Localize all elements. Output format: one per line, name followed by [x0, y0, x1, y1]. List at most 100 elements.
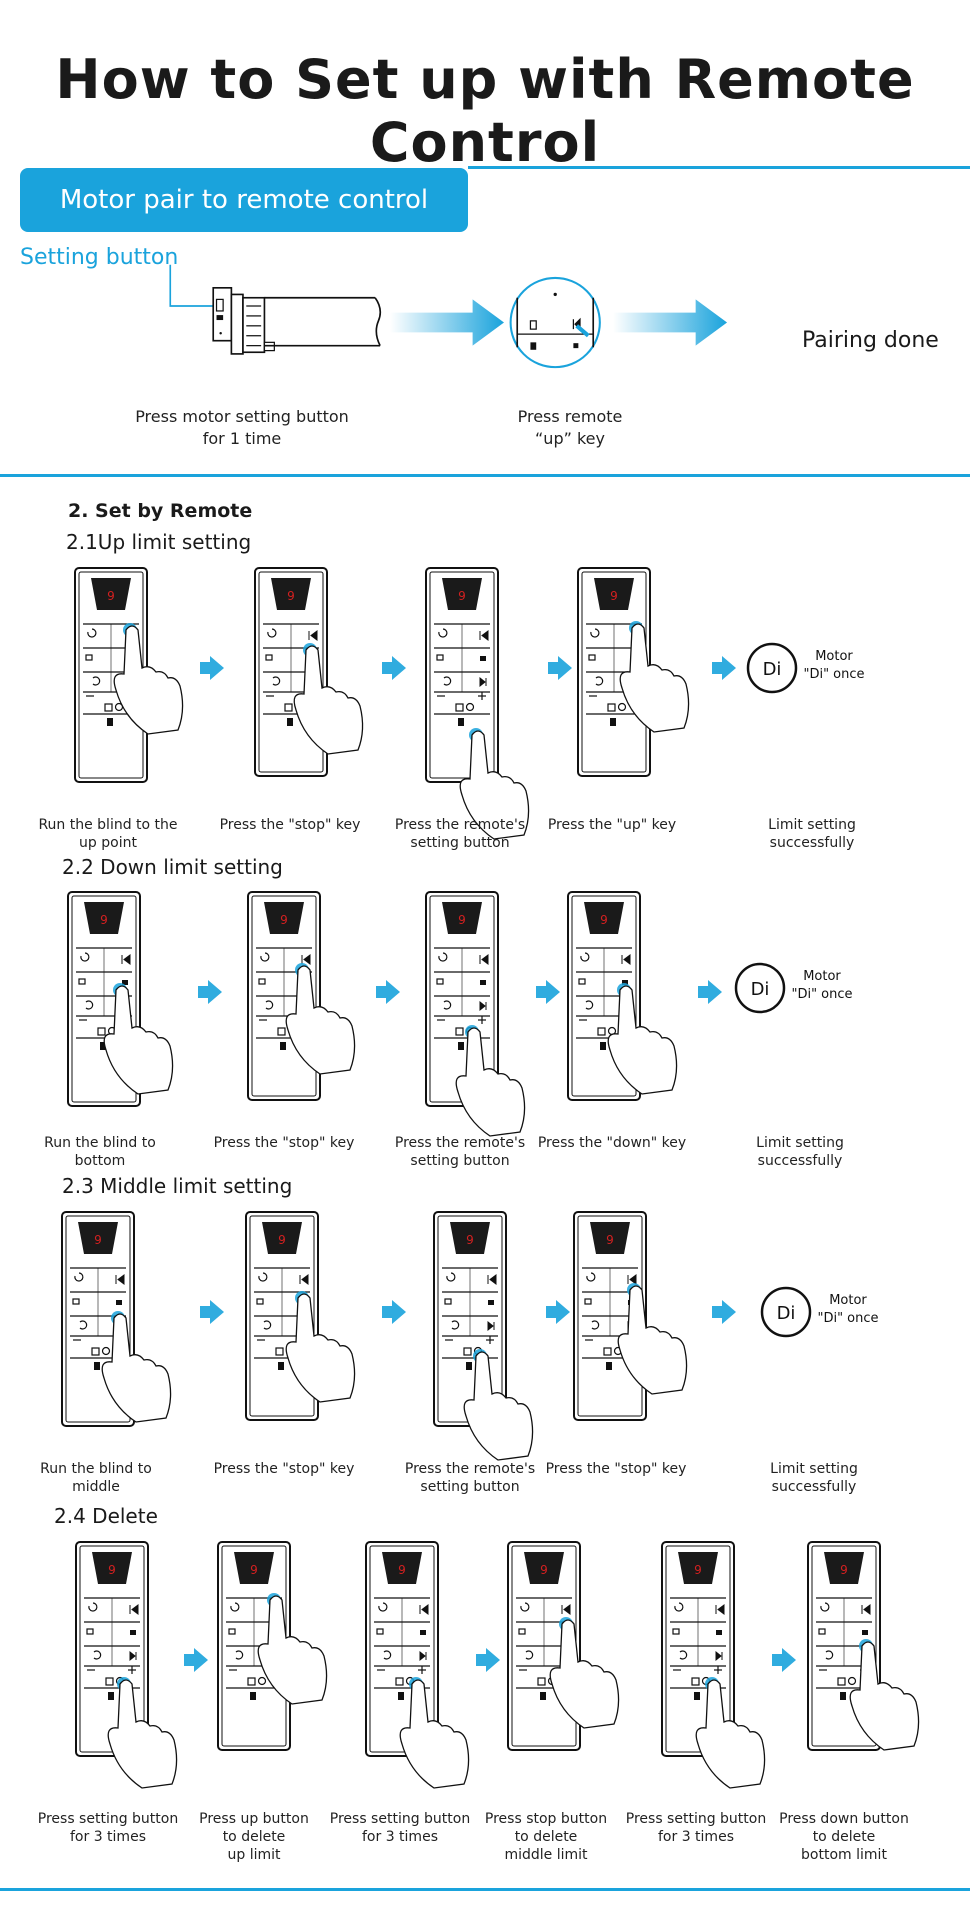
arrow-right-icon: [390, 299, 504, 346]
svg-text:Motor: Motor: [829, 1293, 867, 1308]
svg-text:9: 9: [287, 589, 295, 603]
caption-line: setting button: [410, 1153, 510, 1169]
arrow-right-icon: [613, 299, 728, 346]
svg-text:9: 9: [458, 913, 466, 927]
caption-line: Press the "up" key: [547, 817, 677, 833]
caption-motor-button: Press motor setting button for 1 time: [112, 406, 372, 450]
step-caption: Press the "stop" key: [536, 1460, 696, 1478]
caption-line: setting button: [420, 1479, 520, 1495]
svg-text:9: 9: [108, 1563, 116, 1577]
arrow-right-icon: [198, 980, 222, 1004]
caption-line: Limit setting successfully: [756, 1135, 844, 1169]
svg-text:9: 9: [280, 913, 288, 927]
svg-text:9: 9: [94, 1233, 102, 1247]
divider-top: [468, 166, 970, 169]
caption-line: bottom: [74, 1153, 126, 1169]
caption-line: middle: [72, 1479, 120, 1495]
svg-text:Motor: Motor: [803, 969, 841, 984]
svg-text:9: 9: [540, 1563, 548, 1577]
svg-text:9: 9: [606, 1233, 614, 1247]
hand-pointer-icon: [101, 1311, 172, 1423]
divider-bottom: [0, 1888, 970, 1891]
hand-pointer-icon: [107, 1677, 178, 1789]
caption-line: setting button: [410, 835, 510, 851]
caption-line: Press the "stop" key: [545, 1461, 687, 1477]
step-caption: Limit setting successfully: [734, 1460, 894, 1496]
section-banner-pairing: Motor pair to remote control: [20, 168, 468, 232]
caption-line: Run the blind to the: [38, 817, 178, 833]
svg-text:9: 9: [278, 1233, 286, 1247]
caption-line: middle limit: [504, 1847, 588, 1863]
caption-line: to delete: [222, 1829, 286, 1845]
pairing-done-label: Pairing done: [802, 328, 939, 353]
caption-line: to delete: [514, 1829, 578, 1845]
hand-pointer-icon: [463, 1349, 534, 1461]
caption-line: Press motor setting button: [135, 407, 349, 426]
section-title-up: 2.1Up limit setting: [66, 530, 252, 554]
pairing-diagram: [169, 264, 728, 369]
step-caption: Press the "stop" key: [204, 1460, 364, 1478]
svg-text:9: 9: [694, 1563, 702, 1577]
arrow-right-icon: [200, 1300, 224, 1324]
svg-text:9: 9: [610, 589, 618, 603]
step-caption: Press setting button for 3 times: [320, 1810, 480, 1846]
svg-text:"Di" once: "Di" once: [803, 667, 864, 682]
remote-control-icon: 9: [425, 567, 499, 783]
hand-pointer-icon: [293, 643, 364, 755]
caption-line: for 3 times: [362, 1829, 438, 1845]
svg-text:9: 9: [466, 1233, 474, 1247]
caption-line: Press the "stop" key: [213, 1135, 355, 1151]
caption-line: Run the blind to: [44, 1135, 156, 1151]
caption-line: for 1 time: [202, 429, 282, 448]
caption-line: “up” key: [535, 429, 605, 448]
caption-line: Press setting button: [625, 1811, 767, 1827]
caption-line: to delete: [812, 1829, 876, 1845]
hand-pointer-icon: [113, 623, 184, 735]
hand-pointer-icon: [695, 1677, 766, 1789]
step-caption: Limit setting successfully: [732, 816, 892, 852]
hand-pointer-icon: [285, 963, 356, 1075]
arrow-right-icon: [184, 1648, 208, 1672]
step-caption: Press the "up" key: [532, 816, 692, 834]
arrow-right-icon: [382, 656, 406, 680]
svg-text:9: 9: [107, 589, 115, 603]
caption-line: for 3 times: [70, 1829, 146, 1845]
arrow-right-icon: [712, 1300, 736, 1324]
arrow-right-icon: [772, 1648, 796, 1672]
step-caption: Press up button to delete up limit: [174, 1810, 334, 1864]
caption-line: Press up button: [199, 1811, 309, 1827]
step-caption: Press the "stop" key: [210, 816, 370, 834]
hand-pointer-icon: [285, 1291, 356, 1403]
setting-button-label: Setting button: [20, 245, 179, 270]
hand-pointer-icon: [607, 983, 678, 1095]
step-caption: Press the remote's setting button: [380, 1134, 540, 1170]
caption-line: Press down button: [779, 1811, 909, 1827]
caption-line: up limit: [227, 1847, 281, 1863]
caption-line: Press stop button: [484, 1811, 608, 1827]
arrow-right-icon: [548, 656, 572, 680]
caption-line: Press setting button: [329, 1811, 471, 1827]
hand-pointer-icon: [459, 728, 530, 840]
arrow-right-icon: [712, 656, 736, 680]
hand-pointer-icon: [549, 1617, 620, 1729]
step-caption: Press the "stop" key: [204, 1134, 364, 1152]
caption-line: Press the "down" key: [537, 1135, 687, 1151]
motor-di-badge: Di Motor "Di" once: [734, 962, 853, 1014]
svg-text:"Di" once: "Di" once: [791, 987, 852, 1002]
caption-line: bottom limit: [801, 1847, 887, 1863]
step-caption: Limit setting successfully: [720, 1134, 880, 1170]
svg-text:Di: Di: [751, 979, 770, 1000]
step-caption: Run the blind to bottom: [20, 1134, 180, 1170]
arrow-right-icon: [382, 1300, 406, 1324]
hand-pointer-icon: [455, 1025, 526, 1137]
caption-line: Limit setting successfully: [768, 817, 856, 851]
remote-zoom-icon: [509, 276, 601, 369]
arrow-right-icon: [476, 1648, 500, 1672]
caption-line: Press the remote's: [394, 1135, 526, 1151]
